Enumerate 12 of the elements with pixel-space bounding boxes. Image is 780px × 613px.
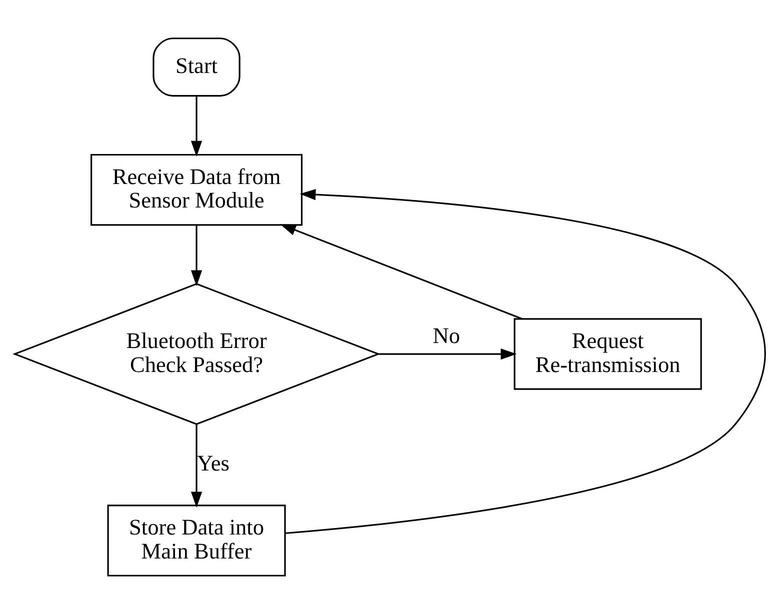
edge-label: No [432,322,460,348]
arrow [378,348,517,360]
node-diamond: Bluetooth Error Check Passed? [12,282,380,425]
node-box: Request Re-transmission [514,318,702,390]
arrow [280,224,523,320]
arrow [190,225,202,286]
arrow [190,95,202,156]
node-box: Start [152,37,240,96]
node-box: Receive Data from Sensor Module [90,153,303,226]
arrow [190,424,202,508]
node-box: Store Data into Main Buffer [107,504,286,576]
arrow [284,188,766,534]
